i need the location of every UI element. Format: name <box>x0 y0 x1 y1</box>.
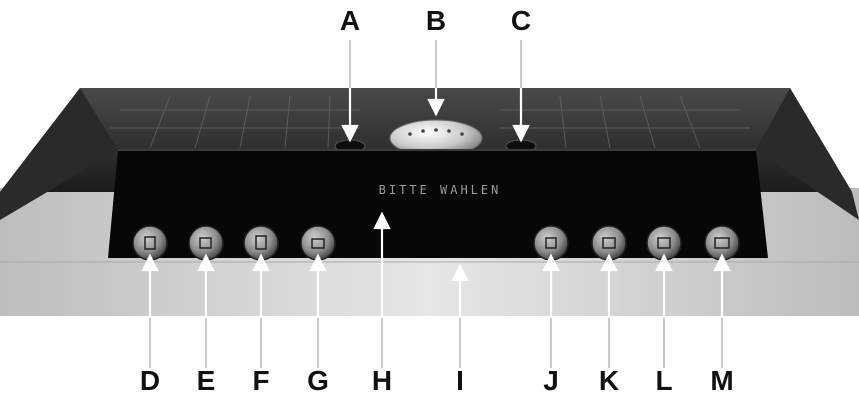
callout-label-f: F <box>252 365 270 396</box>
arrowhead-a <box>341 124 359 143</box>
callout-label-e: E <box>196 365 216 396</box>
callout-label-g: G <box>307 365 329 396</box>
arrowhead-f <box>252 253 270 272</box>
callout-label-m: M <box>710 365 734 396</box>
arrowhead-e <box>197 253 215 272</box>
arrowhead-i <box>451 263 469 282</box>
arrowhead-h <box>373 211 391 230</box>
callout-label-j: J <box>543 365 559 396</box>
callout-line-outline <box>149 40 723 368</box>
arrowhead-l <box>655 253 673 272</box>
arrowhead-m <box>713 253 731 272</box>
machine-left-side <box>0 88 118 220</box>
callout-label-i: I <box>456 365 464 396</box>
arrowhead-g <box>309 253 327 272</box>
callout-label-c: C <box>510 5 532 36</box>
button-e[interactable] <box>188 225 224 261</box>
callout-label-k: K <box>598 365 620 396</box>
callout-label-d: D <box>139 365 161 396</box>
button-l[interactable] <box>646 225 682 261</box>
arrowhead-c <box>512 124 530 143</box>
button-f[interactable] <box>243 225 279 261</box>
callout-label-h: H <box>371 365 393 396</box>
front-buttons <box>132 225 740 261</box>
rotary-dial-markers <box>408 128 464 136</box>
callout-label-b: B <box>425 5 447 36</box>
arrowhead-j <box>542 253 560 272</box>
callout-label-a: A <box>339 5 361 36</box>
arrowhead-k <box>600 253 618 272</box>
arrowhead-b <box>427 98 445 117</box>
machine-right-side <box>756 88 859 220</box>
arrowhead-d <box>141 253 159 272</box>
display-readout: BITTE WAHLEN <box>378 183 502 197</box>
callout-label-l: L <box>655 365 673 396</box>
